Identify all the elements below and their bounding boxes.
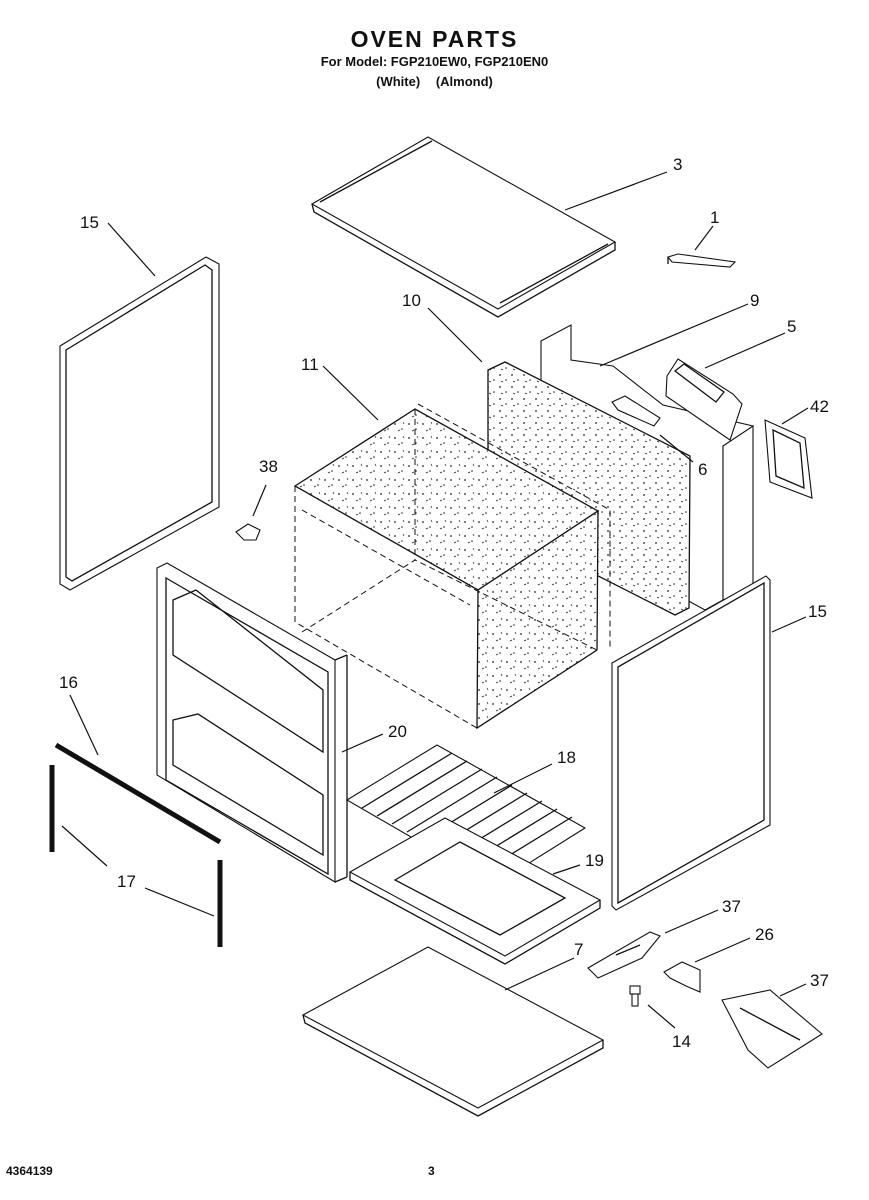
callout-5: 5 <box>787 317 796 336</box>
part-26-bracket <box>663 961 701 993</box>
callout-19: 19 <box>585 851 604 870</box>
part-37-bracket-lower <box>721 989 823 1069</box>
part-5-vent-bracket <box>665 358 743 441</box>
callout-15-left: 15 <box>80 213 99 232</box>
part-16-17-trim-strips <box>49 742 223 947</box>
callout-26: 26 <box>755 925 774 944</box>
callout-38: 38 <box>259 457 278 476</box>
callout-1: 1 <box>710 208 719 227</box>
callout-20: 20 <box>388 722 407 741</box>
callout-42: 42 <box>810 397 829 416</box>
part-15-right-side-panel <box>611 575 771 911</box>
part-38-clip <box>235 523 261 541</box>
part-7-bottom-panel <box>301 946 605 1117</box>
part-14-leveling-leg <box>629 985 641 1007</box>
page-number: 3 <box>428 1164 435 1178</box>
model-numbers: For Model: FGP210EW0, FGP210EN0 <box>320 54 549 69</box>
callout-16: 16 <box>59 673 78 692</box>
part-15-left-side-panel <box>59 256 220 591</box>
color-almond: (Almond) <box>435 74 493 89</box>
color-variants: (White) (Almond) <box>0 74 869 89</box>
diagram-title: OVEN PARTS <box>350 26 519 52</box>
color-white: (White) <box>376 74 421 89</box>
part-42-vent-frame <box>764 419 813 499</box>
callout-10: 10 <box>402 291 421 310</box>
part-19-oven-bottom <box>348 817 602 965</box>
leader-lines <box>61 171 809 1029</box>
callout-37-upper: 37 <box>722 897 741 916</box>
document-number: 4364139 <box>6 1164 53 1178</box>
part-3-top-panel <box>310 136 617 318</box>
part-37-bracket-upper <box>587 931 661 979</box>
callout-9: 9 <box>750 291 759 310</box>
callout-3: 3 <box>673 155 682 174</box>
part-1-bracket <box>667 253 737 268</box>
callout-15-right: 15 <box>808 602 827 621</box>
part-20-front-frame <box>156 562 348 883</box>
part-11-oven-insulation <box>293 403 611 730</box>
callout-6: 6 <box>698 460 707 479</box>
callout-18: 18 <box>557 748 576 767</box>
callout-17: 17 <box>117 872 136 891</box>
callout-11: 11 <box>301 355 319 374</box>
callout-14: 14 <box>672 1032 691 1051</box>
callout-37-lower: 37 <box>810 971 829 990</box>
callout-7: 7 <box>574 940 583 959</box>
